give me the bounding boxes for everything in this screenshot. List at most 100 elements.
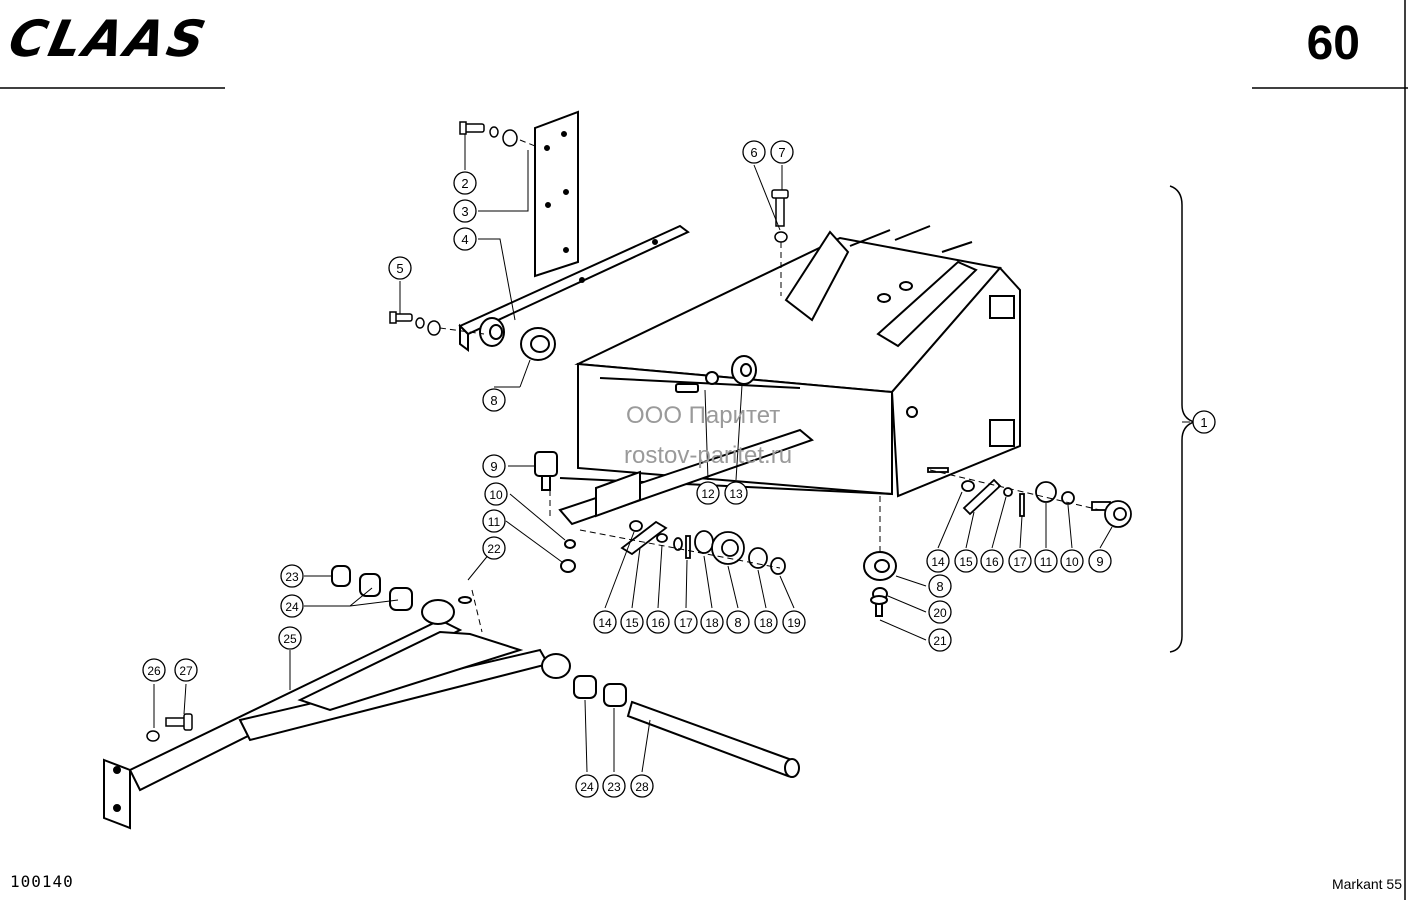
callout-26: 26 bbox=[142, 658, 166, 682]
bar-bushings bbox=[479, 317, 556, 361]
callout-7: 7 bbox=[770, 140, 794, 164]
callout-13: 13 bbox=[724, 481, 748, 505]
callout-label: 18 bbox=[759, 616, 773, 630]
callout-circle bbox=[646, 610, 670, 634]
callout-21: 21 bbox=[928, 628, 952, 652]
callout-28: 28 bbox=[630, 774, 654, 798]
main-frame bbox=[559, 225, 1021, 498]
callout-circle bbox=[696, 481, 720, 505]
callout-23: 23 bbox=[280, 564, 304, 588]
callout-circle bbox=[724, 481, 748, 505]
callout-circle bbox=[593, 610, 617, 634]
callout-circle bbox=[1192, 410, 1216, 434]
callout-11: 11 bbox=[1034, 549, 1058, 573]
callout-circle bbox=[1008, 549, 1032, 573]
callout-1: 1 bbox=[1192, 410, 1216, 434]
callout-circle bbox=[1034, 549, 1058, 573]
callout-3: 3 bbox=[453, 199, 477, 223]
leader-lines bbox=[153, 134, 1190, 773]
callout-circle bbox=[278, 626, 302, 650]
callout-label: 14 bbox=[931, 555, 945, 569]
callout-circle bbox=[700, 610, 724, 634]
callout-label: 5 bbox=[396, 261, 403, 276]
watermark-url: rostov-paritet.ru bbox=[624, 442, 793, 469]
callout-label: 14 bbox=[598, 616, 612, 630]
callout-label: 17 bbox=[679, 616, 693, 630]
brand-logo: CLAAS bbox=[3, 10, 214, 68]
center-lines bbox=[439, 139, 1101, 633]
callout-circle bbox=[770, 140, 794, 164]
callout-15: 15 bbox=[954, 549, 978, 573]
callout-circle bbox=[630, 774, 654, 798]
callout-label: 13 bbox=[729, 487, 743, 501]
callout-circle bbox=[926, 549, 950, 573]
bolt-left bbox=[534, 451, 576, 573]
callout-5: 5 bbox=[388, 256, 412, 280]
callout-2: 2 bbox=[453, 171, 477, 195]
callout-12: 12 bbox=[696, 481, 720, 505]
shaft bbox=[626, 700, 800, 778]
callout-10: 10 bbox=[484, 482, 508, 506]
callout-9: 9 bbox=[482, 454, 506, 478]
callout-label: 17 bbox=[1013, 555, 1027, 569]
callout-label: 23 bbox=[607, 780, 621, 794]
callout-11: 11 bbox=[482, 509, 506, 533]
callout-circle bbox=[280, 564, 304, 588]
callout-label: 15 bbox=[959, 555, 973, 569]
callout-circle bbox=[674, 610, 698, 634]
pivot-stack-left bbox=[620, 520, 786, 575]
callout-label: 8 bbox=[936, 579, 943, 594]
callout-circle bbox=[142, 658, 166, 682]
callout-10: 10 bbox=[1060, 549, 1084, 573]
callout-8: 8 bbox=[928, 574, 952, 598]
callout-circle bbox=[388, 256, 412, 280]
callout-label: 4 bbox=[461, 232, 468, 247]
callout-circle bbox=[980, 549, 1004, 573]
callout-22: 22 bbox=[482, 536, 506, 560]
callout-9: 9 bbox=[1088, 549, 1112, 573]
callout-circle bbox=[754, 610, 778, 634]
callout-circle bbox=[742, 140, 766, 164]
callout-circle bbox=[928, 574, 952, 598]
callout-label: 23 bbox=[285, 570, 299, 584]
callout-circle bbox=[1088, 549, 1112, 573]
callout-14: 14 bbox=[926, 549, 950, 573]
callout-label: 8 bbox=[734, 615, 741, 630]
callout-27: 27 bbox=[174, 658, 198, 682]
callout-label: 10 bbox=[489, 488, 503, 502]
callout-label: 7 bbox=[778, 145, 785, 160]
callout-6: 6 bbox=[742, 140, 766, 164]
callout-18: 18 bbox=[754, 610, 778, 634]
callout-label: 27 bbox=[179, 664, 193, 678]
callout-label: 24 bbox=[285, 600, 299, 614]
callout-label: 10 bbox=[1065, 555, 1079, 569]
callout-circle bbox=[782, 610, 806, 634]
callout-24: 24 bbox=[280, 594, 304, 618]
pivot-stack-right bbox=[927, 467, 1132, 528]
callout-label: 11 bbox=[1040, 555, 1053, 569]
callout-label: 12 bbox=[701, 487, 715, 501]
callout-label: 21 bbox=[933, 634, 947, 648]
swing-arm bbox=[103, 599, 571, 830]
callout-label: 22 bbox=[487, 542, 501, 556]
document-number: 100140 bbox=[10, 872, 74, 891]
callout-circle bbox=[453, 199, 477, 223]
callout-label: 6 bbox=[750, 145, 757, 160]
callout-label: 25 bbox=[283, 632, 297, 646]
callout-circle bbox=[602, 774, 626, 798]
callout-label: 19 bbox=[787, 616, 801, 630]
callout-circle bbox=[482, 509, 506, 533]
callout-circle bbox=[453, 171, 477, 195]
roller-lower bbox=[863, 551, 897, 617]
callout-15: 15 bbox=[620, 610, 644, 634]
callout-16: 16 bbox=[646, 610, 670, 634]
callout-17: 17 bbox=[1008, 549, 1032, 573]
callout-circle bbox=[482, 388, 506, 412]
mounting-plate bbox=[534, 110, 579, 278]
callout-label: 16 bbox=[651, 616, 665, 630]
callout-label: 18 bbox=[705, 616, 719, 630]
callout-circle bbox=[620, 610, 644, 634]
